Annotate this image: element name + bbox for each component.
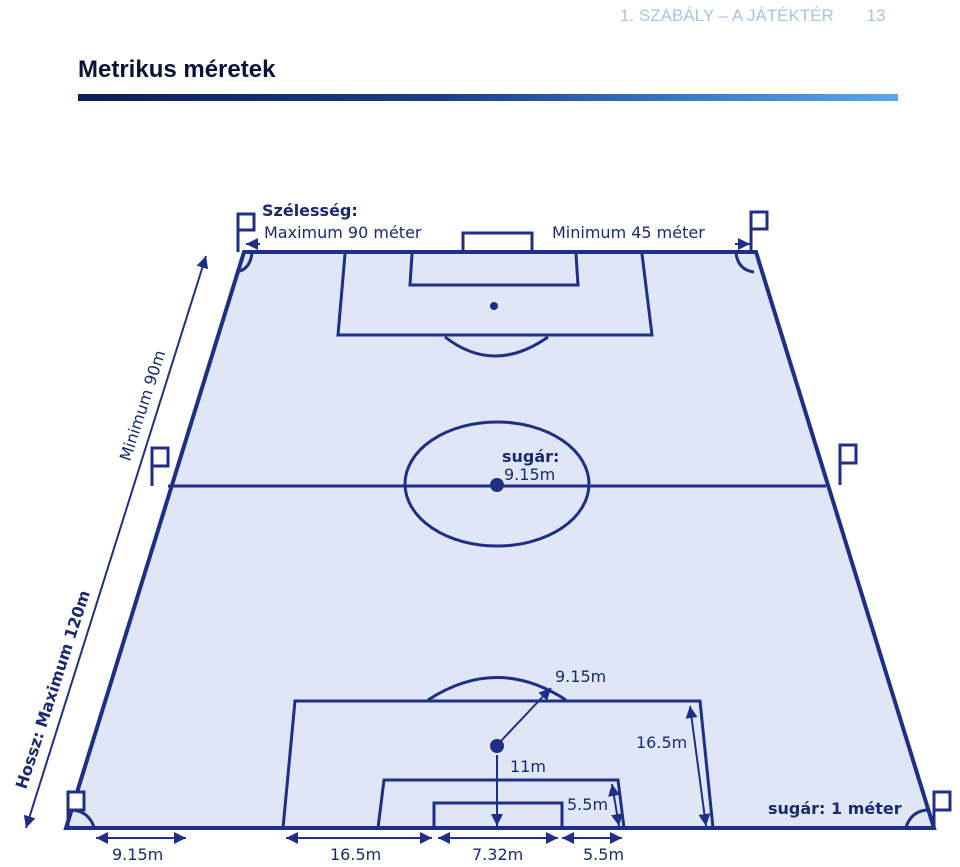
page-title: Metrikus méretek bbox=[78, 56, 276, 83]
top-penalty-arc bbox=[444, 335, 549, 358]
bottom-penalty-width-label: 16.5m bbox=[330, 845, 381, 864]
width-heading: Szélesség: bbox=[262, 201, 358, 220]
top-goal-area bbox=[408, 253, 580, 287]
page-header: 1. SZABÁLY – A JÁTÉKTÉR 13 bbox=[620, 6, 886, 26]
halfway-flag-right bbox=[838, 443, 858, 485]
bottom-goal-area-width-label: 5.5m bbox=[583, 845, 624, 864]
chapter-title: 1. SZABÁLY – A JÁTÉKTÉR bbox=[620, 6, 834, 25]
corner-flag-bottom-right bbox=[932, 790, 952, 830]
corner-flag-top-right bbox=[749, 210, 769, 252]
top-penalty-area bbox=[336, 253, 654, 337]
top-goal bbox=[461, 231, 534, 254]
length-arrow bbox=[23, 255, 209, 829]
goal-area-depth-arrow bbox=[608, 783, 623, 827]
page-number: 13 bbox=[866, 6, 886, 25]
length-max-label: Hossz: Maximum 120m bbox=[12, 588, 94, 791]
corner-radius-label: sugár: 1 méter bbox=[768, 799, 902, 818]
corner-arc-bottom-right bbox=[904, 808, 930, 828]
goal-area-depth-label: 5.5m bbox=[567, 795, 608, 814]
width-min-label: Minimum 45 méter bbox=[552, 223, 705, 242]
center-radius-value: 9.15m bbox=[504, 465, 555, 484]
penalty-depth-label: 16.5m bbox=[636, 733, 687, 752]
length-min-label: Minimum 90m bbox=[116, 348, 170, 463]
arc-radius-arrow bbox=[499, 687, 552, 743]
arc-radius-label: 9.15m bbox=[555, 667, 606, 686]
width-max-label: Maximum 90 méter bbox=[264, 223, 422, 242]
corner-arc-top-right bbox=[734, 252, 755, 274]
bottom-goal-width-label: 7.32m bbox=[472, 845, 523, 864]
corner-arc-top-left bbox=[235, 252, 254, 274]
penalty-depth-arrow bbox=[685, 705, 711, 827]
top-penalty-spot bbox=[490, 302, 498, 310]
penalty-spot-label: 11m bbox=[510, 757, 546, 776]
bottom-corner-dist-label: 9.15m bbox=[112, 845, 163, 864]
halfway-flag-left bbox=[150, 446, 170, 486]
corner-flag-top-left bbox=[236, 212, 256, 252]
center-circle bbox=[403, 420, 591, 548]
bottom-penalty-spot bbox=[490, 739, 504, 753]
title-divider bbox=[78, 94, 898, 101]
center-radius-label: sugár: bbox=[502, 447, 559, 466]
center-spot bbox=[490, 478, 504, 492]
